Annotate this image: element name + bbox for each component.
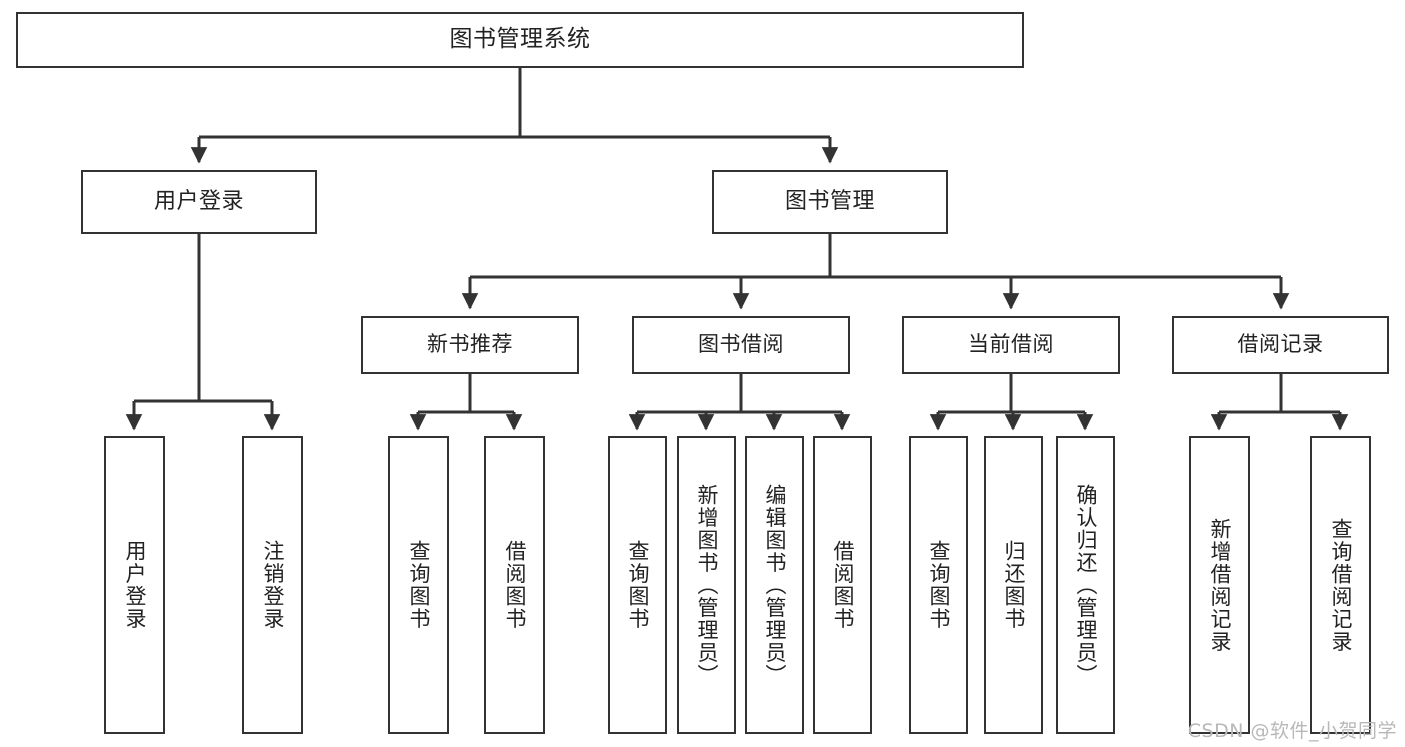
node-borrow-record[interactable]: 借阅记录 xyxy=(1172,316,1389,374)
leaf-label: 新增借阅记录 xyxy=(1208,517,1232,653)
node-leaf-edit-book[interactable]: 编辑图书（管理员） xyxy=(745,436,804,734)
leaf-label: 查询图书 xyxy=(626,540,650,630)
node-book-borrow[interactable]: 图书借阅 xyxy=(632,316,850,374)
leaf-label: 借阅图书 xyxy=(831,540,855,630)
node-leaf-query-book-current[interactable]: 查询图书 xyxy=(909,436,968,734)
leaf-label: 新增图书（管理员） xyxy=(695,483,719,687)
leaf-label: 查询图书 xyxy=(407,540,431,630)
leaf-label: 查询图书 xyxy=(927,540,951,630)
leaf-label: 借阅图书 xyxy=(503,540,527,630)
node-leaf-confirm-return[interactable]: 确认归还（管理员） xyxy=(1056,436,1115,734)
node-leaf-query-borrow-record[interactable]: 查询借阅记录 xyxy=(1310,436,1371,734)
csdn-watermark: CSDN @软件_小贺同学 xyxy=(1187,720,1397,742)
leaf-label: 确认归还（管理员） xyxy=(1074,483,1098,687)
node-book-manage[interactable]: 图书管理 xyxy=(712,170,948,234)
node-leaf-add-borrow-record[interactable]: 新增借阅记录 xyxy=(1189,436,1250,734)
node-leaf-query-book-recommend[interactable]: 查询图书 xyxy=(388,436,449,734)
node-leaf-user-logout[interactable]: 注销登录 xyxy=(242,436,303,734)
leaf-label: 归还图书 xyxy=(1002,540,1026,630)
node-root[interactable]: 图书管理系统 xyxy=(16,12,1024,68)
node-leaf-borrow-book[interactable]: 借阅图书 xyxy=(813,436,872,734)
node-leaf-user-login[interactable]: 用户登录 xyxy=(104,436,165,734)
leaf-label: 注销登录 xyxy=(261,540,285,630)
node-current-borrow[interactable]: 当前借阅 xyxy=(902,316,1120,374)
node-leaf-add-book[interactable]: 新增图书（管理员） xyxy=(677,436,736,734)
leaf-label: 查询借阅记录 xyxy=(1329,517,1353,653)
leaf-label: 编辑图书（管理员） xyxy=(763,483,787,687)
leaf-label: 用户登录 xyxy=(123,540,147,630)
node-leaf-return-book[interactable]: 归还图书 xyxy=(984,436,1043,734)
node-leaf-borrow-book-recommend[interactable]: 借阅图书 xyxy=(484,436,545,734)
node-leaf-query-book-borrow[interactable]: 查询图书 xyxy=(608,436,667,734)
node-user-login[interactable]: 用户登录 xyxy=(81,170,317,234)
node-new-book-recommend[interactable]: 新书推荐 xyxy=(361,316,579,374)
